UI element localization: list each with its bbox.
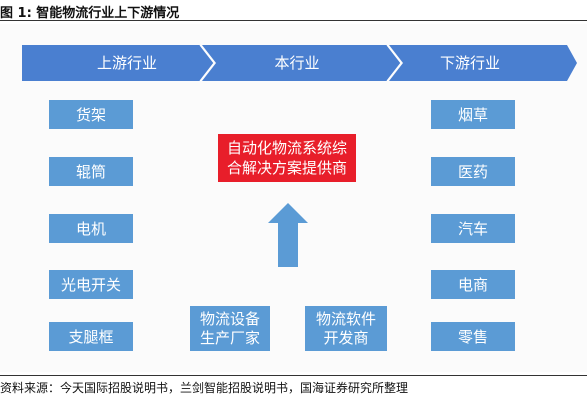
chevron-upstream xyxy=(22,45,214,81)
chevron-divider-1 xyxy=(199,45,215,81)
software-developer-box: 物流软件 开发商 xyxy=(305,306,387,351)
downstream-box-ecommerce: 电商 xyxy=(431,270,515,299)
equipment-box-line-2: 生产厂家 xyxy=(199,328,260,347)
source-note: 资料来源：今天国际招股说明书，兰剑智能招股说明书，国海证券研究所整理 xyxy=(0,381,409,395)
chevron-divider-2 xyxy=(386,45,402,81)
upstream-box-label: 辊筒 xyxy=(75,163,106,181)
downstream-box-label: 零售 xyxy=(457,328,488,346)
downstream-box-medicine: 医药 xyxy=(431,157,515,186)
up-arrow xyxy=(268,203,308,267)
downstream-box-retail: 零售 xyxy=(431,322,515,351)
equipment-box-line-1: 物流设备 xyxy=(199,309,260,328)
downstream-box-automobile: 汽车 xyxy=(431,214,515,243)
center-box-line-1: 自动化物流系统综 xyxy=(226,139,347,157)
chevron-downstream xyxy=(389,45,577,81)
center-box-line-2: 合解决方案提供商 xyxy=(226,159,347,177)
diagram-canvas xyxy=(0,24,587,372)
stage-chevron-bar xyxy=(22,45,577,81)
downstream-box-tobacco: 烟草 xyxy=(431,100,515,129)
bottom-rule xyxy=(0,375,587,376)
stage-label-downstream: 下游行业 xyxy=(439,54,500,72)
upstream-box-motor: 电机 xyxy=(49,214,133,243)
figure-title: 图 1: 智能物流行业上下游情况 xyxy=(0,6,180,21)
stage-label-upstream: 上游行业 xyxy=(96,54,157,72)
upstream-box-label: 光电开关 xyxy=(60,276,121,294)
downstream-box-label: 汽车 xyxy=(457,220,488,238)
stage-label-industry: 本行业 xyxy=(274,54,320,72)
software-box-line-2: 开发商 xyxy=(323,328,369,347)
equipment-manufacturer-box: 物流设备 生产厂家 xyxy=(190,306,270,351)
software-box-line-1: 物流软件 xyxy=(315,309,376,328)
downstream-box-label: 电商 xyxy=(457,276,488,294)
top-rule xyxy=(0,20,587,21)
upstream-box-label: 支腿框 xyxy=(68,328,114,346)
downstream-box-label: 烟草 xyxy=(457,106,488,124)
center-solution-provider-box: 自动化物流系统综 合解决方案提供商 xyxy=(218,134,356,182)
upstream-box-label: 货架 xyxy=(75,106,106,124)
upstream-box-leg-frame: 支腿框 xyxy=(49,322,133,351)
chevron-industry xyxy=(202,45,401,81)
downstream-box-label: 医药 xyxy=(457,163,488,181)
upstream-box-photoelectric-switch: 光电开关 xyxy=(49,270,133,299)
upstream-box-shelf: 货架 xyxy=(49,100,133,129)
upstream-box-roller: 辊筒 xyxy=(49,157,133,186)
upstream-box-label: 电机 xyxy=(75,220,106,238)
